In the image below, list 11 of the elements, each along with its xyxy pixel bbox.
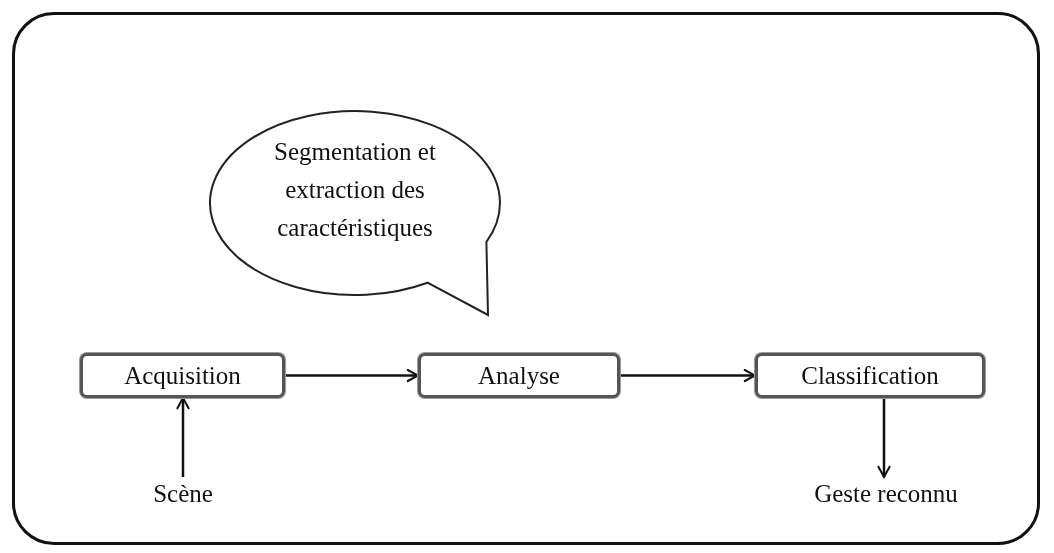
process-box: Acquisition: [80, 353, 285, 398]
bubble-text: Segmentation et extraction des caractéristiques: [273, 137, 437, 243]
arrow: [620, 368, 756, 383]
arrow: [176, 397, 190, 477]
process-box: Classification: [755, 353, 985, 398]
frame-border: [12, 12, 1040, 545]
arrow: [877, 398, 891, 478]
io-label: Geste reconnu: [783, 477, 989, 511]
process-box: Analyse: [418, 353, 620, 398]
arrow: [285, 368, 419, 383]
io-label: Scène: [128, 477, 238, 511]
